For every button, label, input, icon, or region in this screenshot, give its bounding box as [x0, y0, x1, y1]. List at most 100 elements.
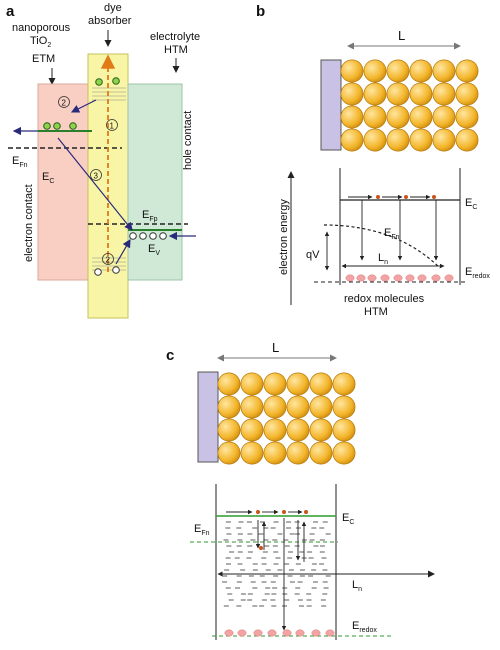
redox-molecule — [345, 274, 355, 282]
nanoparticle — [363, 105, 387, 129]
efn-curve-b — [323, 224, 441, 269]
nanoparticle — [363, 128, 387, 152]
step-2a-circle — [58, 96, 70, 108]
dye-region — [87, 53, 129, 319]
step-2b-circle — [102, 253, 114, 265]
nanoparticle — [409, 128, 433, 152]
nanoparticle — [217, 418, 241, 442]
ec-label-c: EC — [342, 512, 354, 526]
redox-molecule — [311, 629, 321, 637]
nanoparticle — [240, 441, 264, 465]
nanoparticle — [432, 128, 456, 152]
nanoparticle — [309, 418, 333, 442]
panel-b: b L electron energy EC EFn qV Ln — [256, 3, 490, 318]
substrate-c — [197, 371, 219, 463]
tio-subscript: 2 — [47, 42, 51, 49]
electron — [43, 122, 51, 130]
dye-label-line1: dye — [104, 2, 122, 14]
redox-molecule — [405, 274, 415, 282]
nanoparticle — [286, 441, 310, 465]
etm-region — [37, 83, 93, 281]
injection-arrow — [70, 99, 97, 113]
redox-molecule — [253, 629, 263, 637]
nanoparticle — [263, 441, 287, 465]
hole — [139, 232, 147, 240]
nanoparticle — [340, 105, 364, 129]
panel-b-letter: b — [256, 3, 265, 20]
hole — [159, 232, 167, 240]
nanoparticle — [409, 105, 433, 129]
htm-label-line1: electrolyte — [150, 31, 200, 43]
redox-molecule — [356, 274, 366, 282]
electron — [376, 195, 380, 199]
step-1: 1 — [110, 122, 115, 131]
nanoparticle-film-c — [217, 372, 356, 465]
nanoparticle — [455, 59, 479, 83]
nanoparticle — [432, 105, 456, 129]
nanoparticle — [217, 395, 241, 419]
redox-molecule — [380, 274, 390, 282]
nanoparticle — [309, 395, 333, 419]
nanoparticle — [332, 372, 356, 396]
nanoparticle — [332, 395, 356, 419]
htm-region — [127, 83, 183, 281]
nanoparticle — [455, 82, 479, 106]
panel-a-letter: a — [6, 3, 15, 20]
nanoparticle — [386, 105, 410, 129]
nanoparticle — [432, 82, 456, 106]
nanoparticle — [432, 59, 456, 83]
electron — [256, 510, 260, 514]
step-1-circle — [106, 119, 118, 131]
hole — [149, 232, 157, 240]
redox-label-line1: redox molecules — [344, 293, 425, 305]
ev-label: EV — [148, 243, 160, 257]
redox-molecule — [325, 629, 335, 637]
redox-molecule — [367, 274, 377, 282]
hole — [129, 232, 137, 240]
nanoparticle — [240, 372, 264, 396]
step-3-circle — [90, 169, 102, 181]
redox-molecule — [267, 629, 277, 637]
eredox-label-c: Eredox — [352, 620, 377, 634]
redox-molecule — [295, 629, 305, 637]
redox-molecule — [417, 274, 427, 282]
nanoparticle — [263, 395, 287, 419]
nanoparticle — [263, 418, 287, 442]
nanoparticle — [363, 82, 387, 106]
electron — [432, 195, 436, 199]
redox-molecules-c — [224, 629, 335, 637]
htm-label-line2: HTM — [164, 44, 188, 56]
nanoparticle — [217, 441, 241, 465]
dye-excited-levels — [92, 87, 126, 101]
step-2a: 2 — [62, 99, 67, 108]
nanoparticle — [286, 418, 310, 442]
nanoparticle — [340, 128, 364, 152]
nanoparticle — [386, 128, 410, 152]
energy-axis-label: electron energy — [278, 199, 290, 275]
dye-label-line2: absorber — [88, 15, 132, 27]
redox-molecule — [237, 629, 247, 637]
step-3: 3 — [94, 172, 99, 181]
step-2b: 2 — [106, 256, 111, 265]
electron — [53, 122, 61, 130]
ec-label-b: EC — [465, 197, 477, 211]
redox-molecules-b — [345, 274, 454, 282]
nanoparticle — [409, 82, 433, 106]
redox-molecule — [224, 629, 234, 637]
redox-molecule — [431, 274, 441, 282]
trapped-electron — [259, 546, 263, 550]
panel-c-letter: c — [166, 347, 174, 364]
panel-c: c L EC EFn Ln Ere — [166, 340, 435, 640]
eredox-label-b: Eredox — [465, 266, 490, 280]
etm-label-line1: nanoporous — [12, 22, 71, 34]
efp-label: EFp — [142, 209, 158, 223]
ec-label: EC — [42, 171, 54, 185]
nanoparticle — [332, 441, 356, 465]
length-label-b: L — [398, 28, 405, 43]
nanoparticle — [409, 59, 433, 83]
redox-label-line2: HTM — [364, 306, 388, 318]
nanoparticle — [286, 372, 310, 396]
electron — [304, 510, 308, 514]
ln-label-b: Ln — [378, 252, 388, 266]
